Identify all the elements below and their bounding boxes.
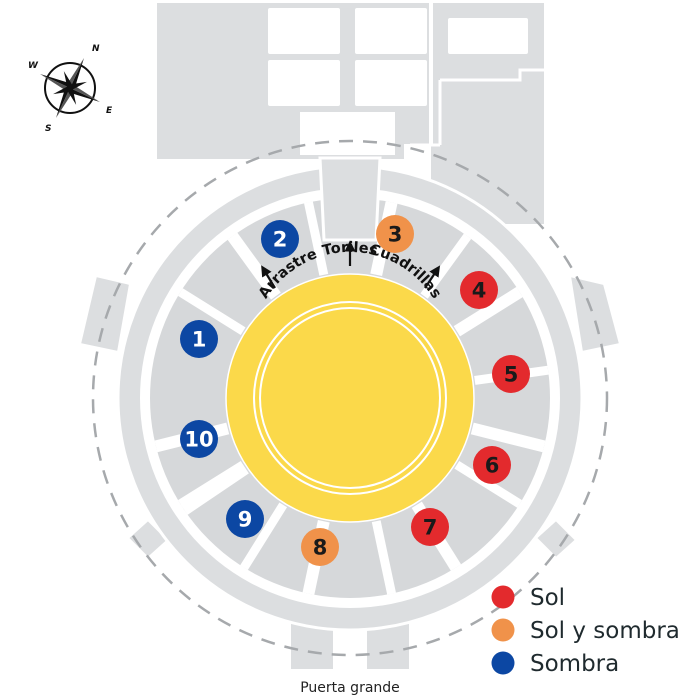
legend-swatch (491, 618, 515, 642)
annex-inner-wall (410, 68, 545, 147)
compass-n: N (92, 44, 100, 54)
aisle (240, 502, 288, 570)
arena-outer-line (225, 273, 475, 523)
tower-west (78, 274, 132, 354)
sector-circle (261, 220, 299, 258)
sector-circle (301, 528, 339, 566)
puerta-grande-label: Puerta grande (300, 680, 400, 696)
sector-marker-8[interactable]: 8 (301, 528, 339, 566)
sector-number: 3 (388, 223, 403, 247)
callejon (226, 274, 474, 522)
legend-label: Sol y sombra (530, 618, 680, 644)
sector-circle (376, 215, 414, 253)
aisle (454, 460, 522, 508)
rear-buildings (155, 1, 546, 226)
arrastre-arrow (261, 265, 276, 289)
courtyard-3 (268, 60, 340, 106)
sector-circle (180, 420, 218, 458)
sector-number: 1 (192, 328, 207, 352)
aisle (180, 463, 249, 515)
legend-item: Sol (491, 585, 565, 611)
courtyard-5 (448, 18, 528, 54)
aisle (227, 232, 281, 300)
sector-number: 6 (485, 454, 500, 478)
legend-label: Sol (530, 585, 565, 611)
sector-marker-1[interactable]: 1 (180, 320, 218, 358)
courtyard-6 (300, 112, 395, 155)
gate-arrows (261, 240, 441, 289)
arena-inner-line-inner (259, 307, 441, 489)
sector-marker-2[interactable]: 2 (261, 220, 299, 258)
legend-item: Sol y sombra (491, 618, 680, 644)
sector-circle (226, 500, 264, 538)
toriles-label-path: Toriles (321, 240, 379, 260)
aisle (453, 286, 523, 337)
sector-circle (473, 446, 511, 484)
courtyard-1 (268, 8, 340, 54)
tower-east (568, 274, 622, 354)
sector-number: 9 (238, 508, 253, 532)
toriles-passage (318, 156, 382, 242)
aisle (178, 288, 246, 336)
sector-marker-6[interactable]: 6 (473, 446, 511, 484)
courtyard-4 (355, 60, 427, 106)
compass-star-icon (40, 58, 100, 118)
sector-circle (492, 355, 530, 393)
sector-markers: 1 2 3 4 5 6 7 8 9 10 (180, 215, 530, 566)
legend-label: Sombra (530, 651, 619, 677)
tower-southeast (534, 518, 578, 560)
compass-rose: N E S W (28, 44, 113, 134)
aisle (470, 422, 546, 453)
compass-w: W (28, 61, 39, 71)
compass-e: E (106, 106, 113, 116)
sector-marker-4[interactable]: 4 (460, 271, 498, 309)
outer-perimeter (91, 139, 609, 657)
sector-marker-7[interactable]: 7 (411, 508, 449, 546)
gate-label-toriles: Toriles (321, 240, 379, 260)
sector-marker-9[interactable]: 9 (226, 500, 264, 538)
aisle (371, 520, 396, 595)
sector-number: 8 (313, 536, 328, 560)
aisle (420, 233, 472, 299)
sector-number: 2 (273, 228, 288, 252)
external-towers (78, 274, 622, 671)
sector-circle (460, 271, 498, 309)
sector-number: 7 (423, 516, 438, 540)
sector-circle (180, 320, 218, 358)
legend-swatch (491, 585, 515, 609)
aisle (304, 201, 329, 276)
sector-number: 4 (472, 279, 487, 303)
sector-circle (411, 508, 449, 546)
arena-inner-line-outer (253, 301, 447, 495)
legend-swatch (491, 651, 515, 675)
sector-marker-3[interactable]: 3 (376, 215, 414, 253)
sector-marker-10[interactable]: 10 (180, 420, 218, 458)
courtyard-2 (355, 8, 427, 54)
legend-item: Sombra (491, 651, 619, 677)
sector-number: 5 (504, 363, 519, 387)
compass-s: S (45, 124, 51, 134)
cuadrillas-arrow (424, 265, 441, 289)
sector-number: 10 (184, 428, 213, 452)
sector-marker-5[interactable]: 5 (492, 355, 530, 393)
